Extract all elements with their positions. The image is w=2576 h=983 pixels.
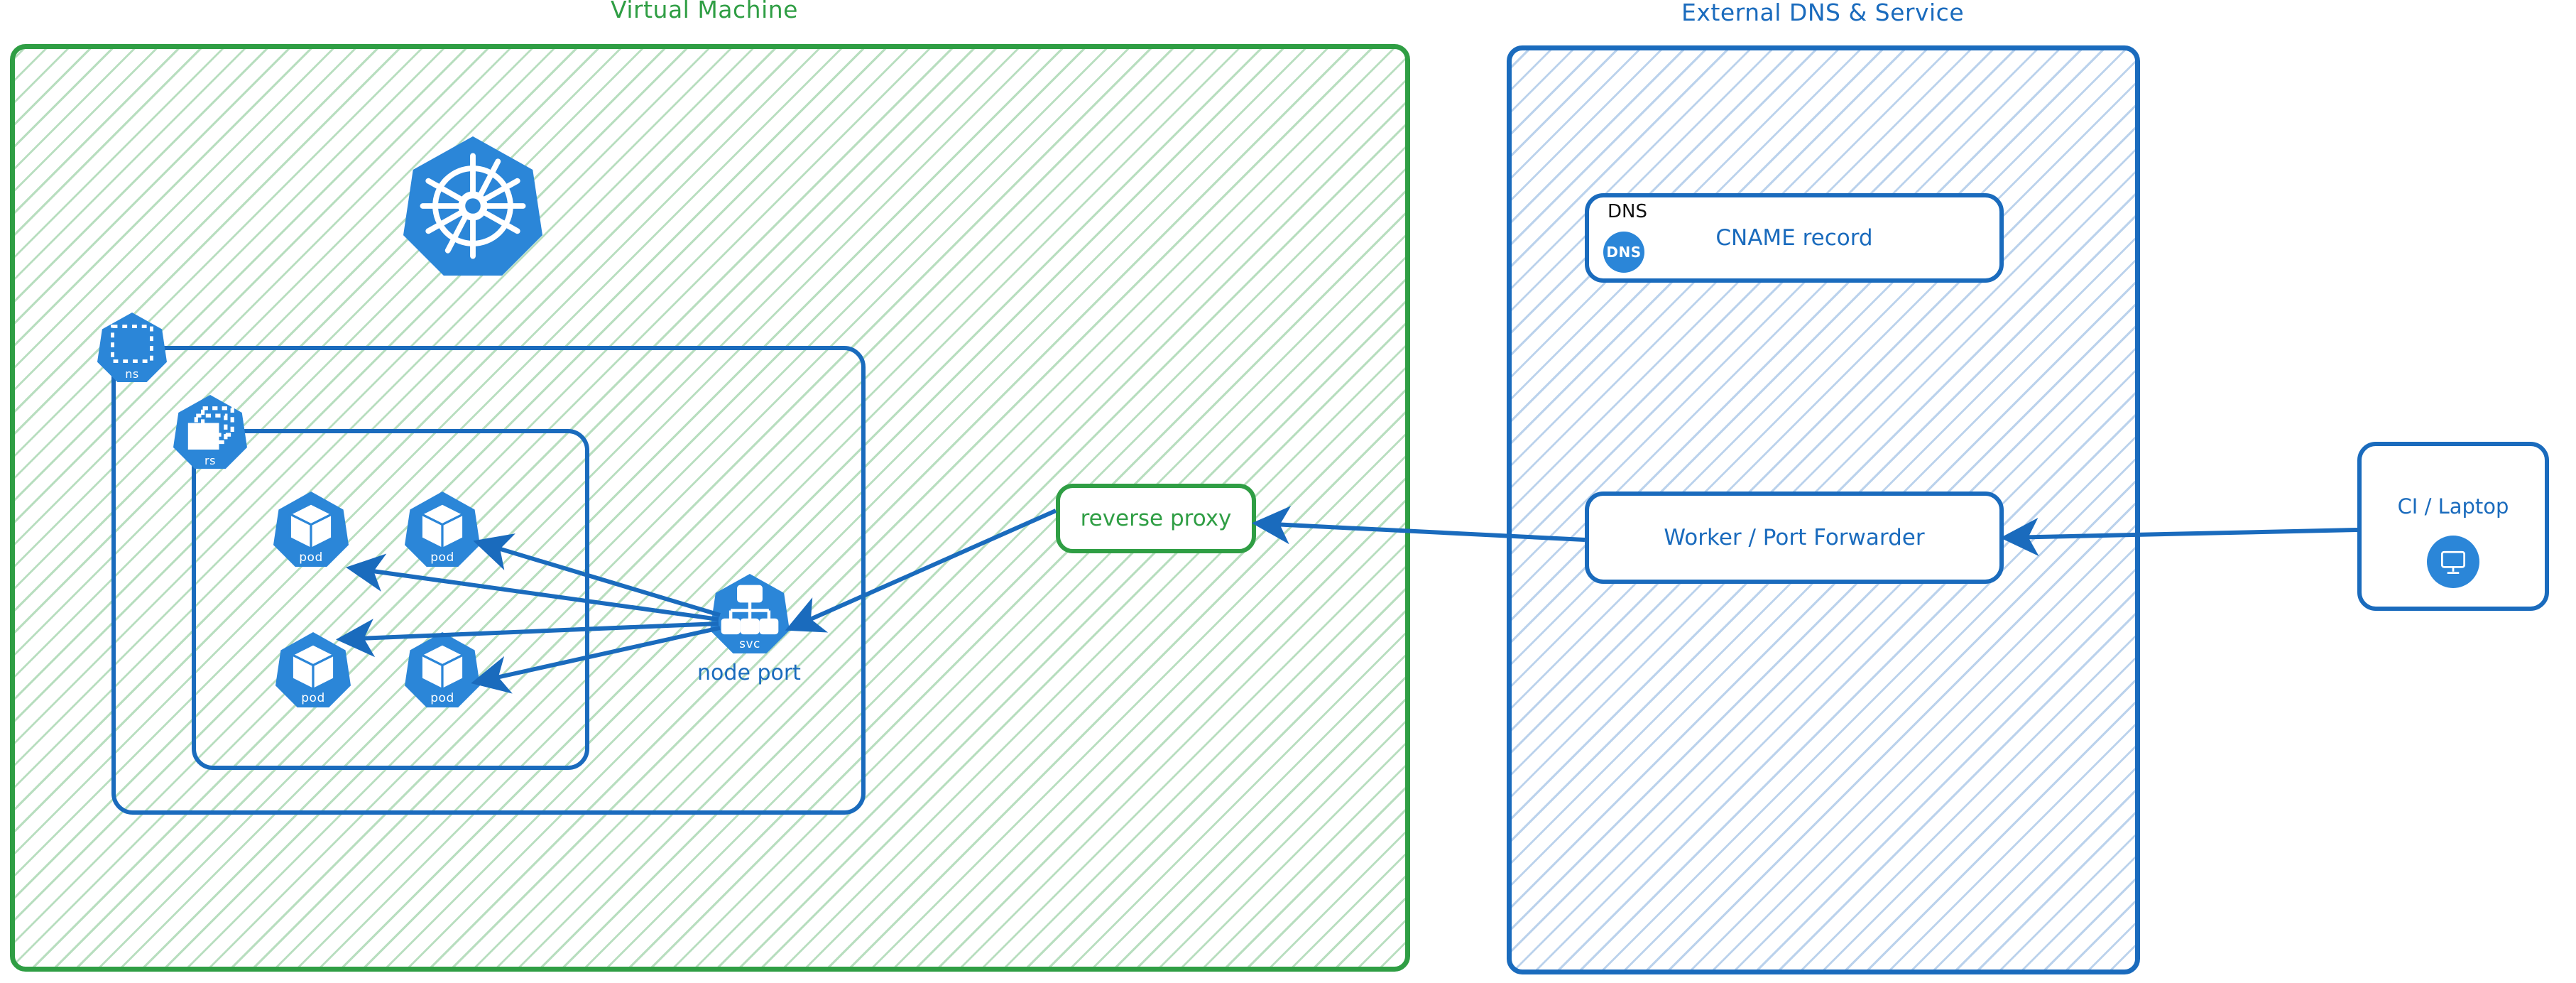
cube-glyph	[275, 632, 351, 707]
ci-laptop-label: CI / Laptop	[2397, 494, 2509, 518]
reverse-proxy-label: reverse proxy	[1080, 506, 1232, 531]
stacked-layers-glyph	[173, 395, 247, 469]
pod-caption: pod	[301, 690, 325, 705]
reverse-proxy-box[interactable]: reverse proxy	[1056, 484, 1256, 553]
pod-caption: pod	[299, 550, 323, 565]
replicaset-caption: rs	[204, 453, 216, 467]
hierarchy-glyph	[710, 574, 790, 653]
replicaset-frame	[192, 429, 589, 770]
dashed-square-glyph	[97, 313, 167, 382]
cube-glyph	[405, 632, 480, 707]
dns-badge-icon: DNS	[1603, 232, 1644, 273]
pod-icon-3: pod	[275, 632, 351, 707]
pod-caption: pod	[430, 550, 454, 565]
kubernetes-logo-icon	[403, 136, 542, 276]
dns-kicker-label: DNS	[1608, 201, 1647, 222]
pod-caption: pod	[430, 690, 454, 705]
monitor-icon	[2427, 536, 2479, 588]
cube-glyph	[405, 492, 480, 567]
virtual-machine-title: Virtual Machine	[611, 0, 798, 23]
ci-laptop-box[interactable]: CI / Laptop	[2357, 442, 2549, 611]
helm-wheel-glyph	[403, 136, 542, 276]
cname-record-label: CNAME record	[1715, 225, 1873, 251]
worker-port-forwarder-label: Worker / Port Forwarder	[1664, 525, 1925, 550]
worker-port-forwarder-box[interactable]: Worker / Port Forwarder	[1585, 492, 2004, 584]
namespace-caption: ns	[125, 367, 139, 381]
pod-icon-4: pod	[405, 632, 480, 707]
cube-glyph	[273, 492, 349, 567]
pod-icon-1: pod	[273, 492, 349, 567]
external-dns-service-title: External DNS & Service	[1681, 0, 1965, 26]
service-caption: svc	[739, 636, 760, 651]
dns-record-card[interactable]: CNAME record	[1585, 193, 2004, 283]
node-port-label: node port	[697, 661, 801, 685]
pod-icon-2: pod	[405, 492, 480, 567]
replicaset-icon: rs	[173, 395, 247, 469]
service-icon: svc	[710, 574, 790, 653]
namespace-icon: ns	[97, 313, 167, 382]
